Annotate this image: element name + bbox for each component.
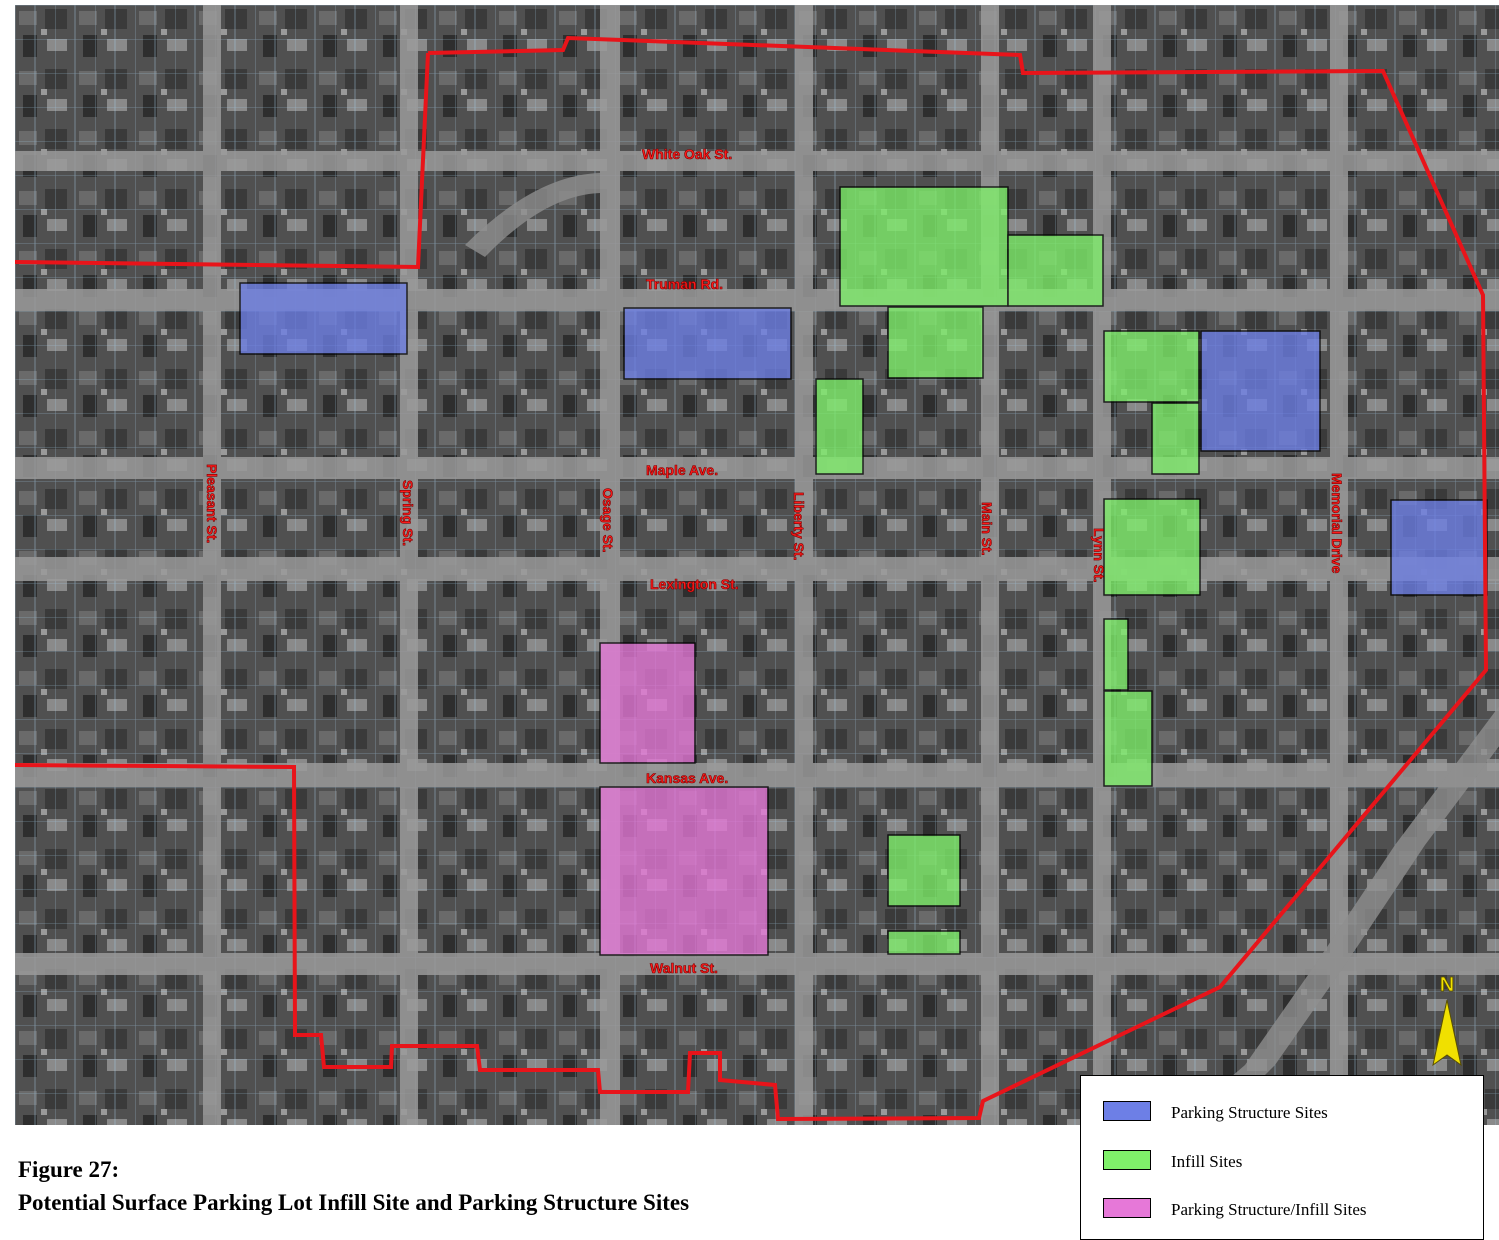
infill-site [1103,330,1200,403]
street-grid [15,5,1499,1125]
legend-swatch [1103,1198,1151,1218]
street-label-truman: Truman Rd. [646,276,723,292]
parking-structure-site [239,282,408,355]
street-label-memorial: Memorial Drive [1329,473,1345,574]
parking-structure-site [623,307,792,380]
parking-structure-infill-site [599,786,769,956]
street-label-main: Main St. [979,502,995,556]
infill-site [887,834,961,907]
infill-site [1007,234,1104,307]
figure-caption: Figure 27: Potential Surface Parking Lot… [18,1153,689,1219]
street-label-kansas: Kansas Ave. [646,770,728,786]
infill-site [1103,618,1129,691]
street-label-walnut: Walnut St. [650,960,718,976]
map-canvas: White Oak St. Truman Rd. Maple Ave. Lexi… [15,5,1499,1125]
north-letter: N [1440,974,1454,996]
street-label-white-oak: White Oak St. [642,146,732,162]
street-label-spring: Spring St. [400,480,416,546]
street-label-lynn: Lynn St. [1091,528,1107,583]
legend-label: Infill Sites [1171,1152,1243,1171]
infill-site [887,930,961,955]
street-label-osage: Osage St. [600,488,616,553]
street-label-liberty: Liberty St. [791,492,807,560]
legend-swatch [1103,1150,1151,1170]
parking-structure-site [1390,499,1488,596]
aerial-map: White Oak St. Truman Rd. Maple Ave. Lexi… [15,5,1499,1125]
legend-swatch [1103,1101,1151,1121]
study-area-boundary [15,35,1489,1122]
curved-road [465,173,600,257]
infill-site [815,378,864,475]
street-label-lexington: Lexington St. [650,576,739,592]
street-label-maple: Maple Ave. [646,462,718,478]
street-label-pleasant: Pleasant St. [204,464,220,543]
infill-site [1103,498,1201,596]
infill-site [1103,690,1153,787]
infill-site [887,306,984,379]
map-legend: Parking Structure Sites Infill Sites Par… [1080,1075,1484,1240]
figure-title: Potential Surface Parking Lot Infill Sit… [18,1190,690,1215]
legend-label: Parking Structure Sites [1171,1103,1328,1122]
parking-structure-infill-site [599,642,696,764]
figure-number: Figure 27: [18,1157,120,1182]
infill-site [839,186,1009,307]
parking-structure-site [1200,330,1321,452]
infill-site [1151,402,1200,475]
legend-label: Parking Structure/Infill Sites [1171,1200,1367,1219]
north-arrow-icon: N [1432,974,1462,1067]
